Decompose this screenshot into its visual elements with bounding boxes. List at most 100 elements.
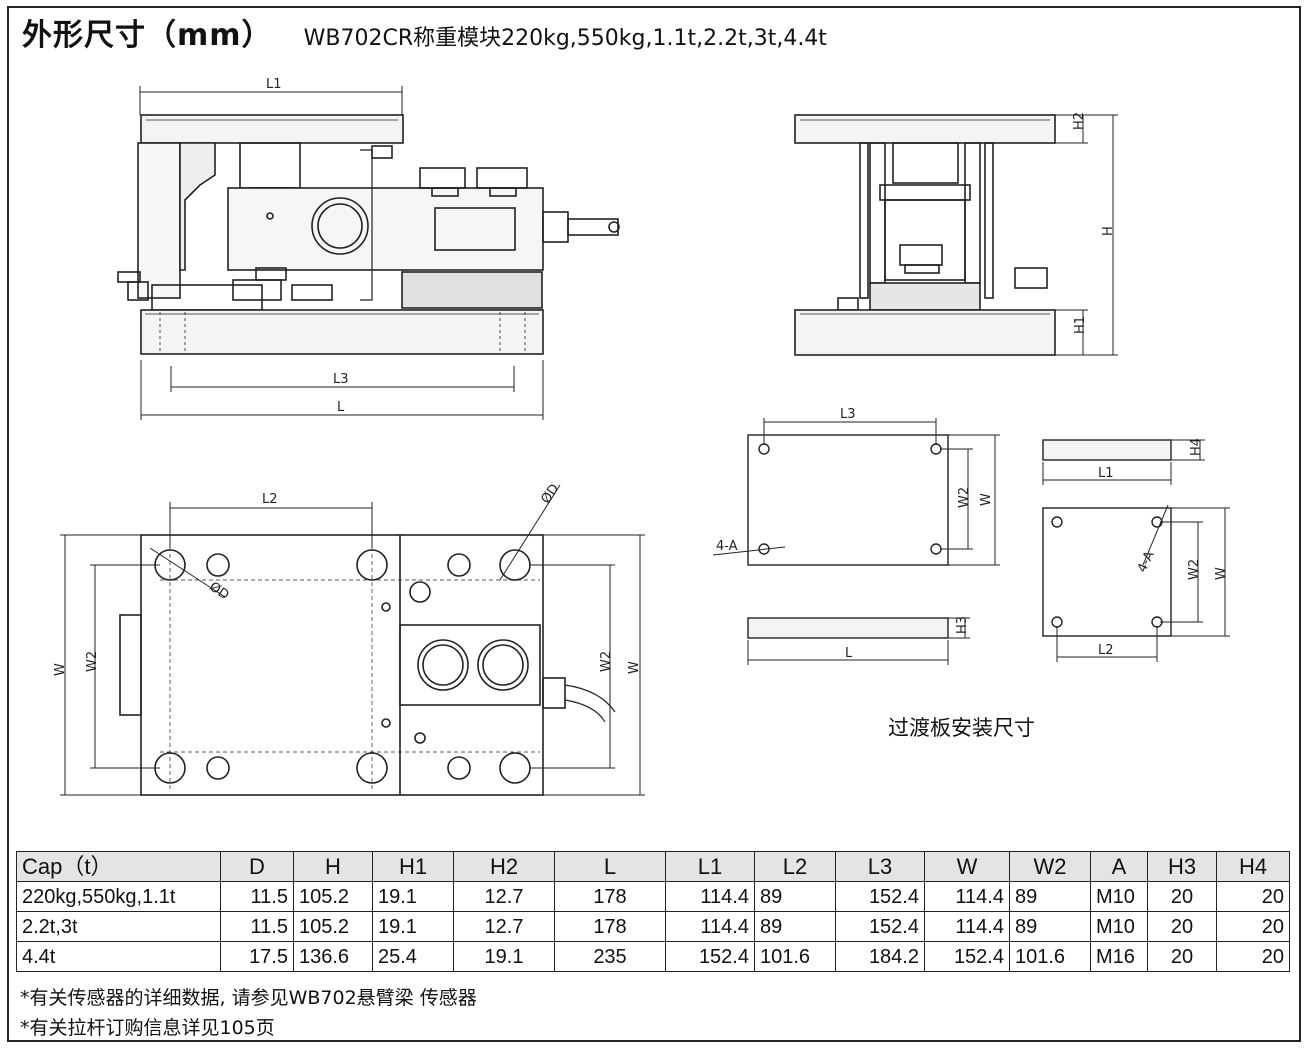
- label-h1-side: H1: [1073, 316, 1088, 334]
- table-cell: 2.2t,3t: [16, 911, 221, 942]
- adapter-plate2-top-view: [1042, 504, 1230, 662]
- table-cell: 11.5: [220, 881, 294, 912]
- label-h-side: H: [1101, 226, 1116, 236]
- label-h2-side: H2: [1072, 112, 1087, 130]
- table-cell: 4.4t: [16, 941, 221, 972]
- adapter-plate-caption: 过渡板安装尺寸: [888, 716, 1035, 740]
- table-cell: 101.6: [754, 941, 836, 972]
- table-row: 220kg,550kg,1.1t 11.5 105.2 19.1 12.7 17…: [16, 881, 1290, 912]
- table-cell: 114.4: [665, 881, 755, 912]
- col-header: A: [1090, 851, 1148, 882]
- adapter-plate-top-view: [712, 418, 1000, 566]
- table-cell: 105.2: [293, 911, 373, 942]
- col-header: L1: [665, 851, 755, 882]
- table-cell: 20: [1147, 941, 1217, 972]
- col-header: W2: [1009, 851, 1091, 882]
- table-row: 2.2t,3t 11.5 105.2 19.1 12.7 178 114.4 8…: [16, 911, 1290, 942]
- table-cell: 136.6: [293, 941, 373, 972]
- drawing-frame: [7, 6, 1301, 1042]
- table-cell: 20: [1216, 881, 1290, 912]
- table-cell: 152.4: [665, 941, 755, 972]
- label-4a-plate2: 4-A: [1135, 549, 1158, 575]
- col-header: Cap（t）: [16, 851, 221, 882]
- adapter-plate-side-view: [747, 617, 970, 665]
- col-header: L: [554, 851, 666, 882]
- label-l3-front: L3: [333, 372, 349, 387]
- table-cell: 19.1: [372, 881, 454, 912]
- table-cell: M16: [1090, 941, 1148, 972]
- col-header: H2: [453, 851, 555, 882]
- spec-table: Cap（t） D H H1 H2 L L1 L2 L3 W W2 A H3 H4…: [16, 851, 1290, 972]
- label-l-front: L: [337, 400, 345, 415]
- adapter-plate2-side-view: [1042, 439, 1205, 485]
- label-w-top-left: W: [53, 663, 68, 676]
- table-cell: 235: [554, 941, 666, 972]
- col-header: H: [293, 851, 373, 882]
- table-cell: M10: [1090, 911, 1148, 942]
- table-row: 4.4t 17.5 136.6 25.4 19.1 235 152.4 101.…: [16, 941, 1290, 972]
- table-cell: 152.4: [835, 881, 925, 912]
- col-header: D: [220, 851, 294, 882]
- table-cell: 20: [1216, 941, 1290, 972]
- table-cell: 19.1: [372, 911, 454, 942]
- table-cell: 114.4: [665, 911, 755, 942]
- label-l1-plate2: L1: [1098, 466, 1114, 481]
- label-w2-plate2: W2: [1187, 559, 1202, 580]
- label-l2-plate2: L2: [1098, 643, 1114, 658]
- label-od-top: ØD: [206, 579, 231, 603]
- label-l3-plate: L3: [840, 407, 856, 422]
- table-cell: 220kg,550kg,1.1t: [16, 881, 221, 912]
- footnotes: *有关传感器的详细数据, 请参见WB702悬臂梁 传感器 *有关拉杆订购信息详见…: [20, 983, 477, 1043]
- table-cell: 20: [1147, 881, 1217, 912]
- table-cell: 178: [554, 881, 666, 912]
- table-cell: 89: [1009, 911, 1091, 942]
- col-header: H1: [372, 851, 454, 882]
- table-cell: 105.2: [293, 881, 373, 912]
- table-cell: 12.7: [453, 911, 555, 942]
- footnote-tie-rod: *有关拉杆订购信息详见105页: [20, 1017, 275, 1039]
- label-w2-top-left: W2: [85, 651, 100, 672]
- col-header: H4: [1216, 851, 1290, 882]
- label-l1-front: L1: [266, 77, 282, 92]
- table-cell: M10: [1090, 881, 1148, 912]
- table-cell: 20: [1147, 911, 1217, 942]
- table-cell: 17.5: [220, 941, 294, 972]
- label-w2-plate: W2: [957, 487, 972, 508]
- label-l2-top: L2: [262, 492, 278, 507]
- footnote-load-cell: *有关传感器的详细数据, 请参见WB702悬臂梁 传感器: [20, 987, 477, 1009]
- table-cell: 11.5: [220, 911, 294, 942]
- table-header-row: Cap（t） D H H1 H2 L L1 L2 L3 W W2 A H3 H4: [16, 851, 1290, 882]
- table-cell: 152.4: [835, 911, 925, 942]
- table-cell: 152.4: [924, 941, 1010, 972]
- top-view: [60, 484, 645, 796]
- table-cell: 20: [1216, 911, 1290, 942]
- table-cell: 89: [1009, 881, 1091, 912]
- label-w-plate: W: [979, 493, 994, 506]
- table-cell: 19.1: [453, 941, 555, 972]
- label-l-plate: L: [845, 646, 853, 661]
- front-view: [117, 86, 620, 420]
- label-w-top-right: W: [627, 661, 642, 674]
- col-header: L3: [835, 851, 925, 882]
- page-title: 外形尺寸（mm） WB702CR称重模块220kg,550kg,1.1t,2.2…: [22, 10, 827, 54]
- label-4a-plate: 4-A: [716, 539, 738, 554]
- table-cell: 114.4: [924, 881, 1010, 912]
- title-dimensions: 外形尺寸（mm）: [22, 18, 273, 53]
- table-cell: 89: [754, 881, 836, 912]
- table-cell: 101.6: [1009, 941, 1091, 972]
- table-cell: 89: [754, 911, 836, 942]
- label-w2-top-right: W2: [599, 651, 614, 672]
- col-header: W: [924, 851, 1010, 882]
- side-view: [794, 114, 1118, 356]
- label-h3-plate: H3: [955, 616, 970, 634]
- table-cell: 25.4: [372, 941, 454, 972]
- label-w-plate2: W: [1214, 567, 1229, 580]
- col-header: H3: [1147, 851, 1217, 882]
- title-product: WB702CR称重模块220kg,550kg,1.1t,2.2t,3t,4.4t: [303, 26, 827, 51]
- table-cell: 178: [554, 911, 666, 942]
- label-od-top-right: ØD: [538, 482, 562, 507]
- table-cell: 184.2: [835, 941, 925, 972]
- table-cell: 12.7: [453, 881, 555, 912]
- table-cell: 114.4: [924, 911, 1010, 942]
- label-h4-plate2: H4: [1189, 438, 1204, 456]
